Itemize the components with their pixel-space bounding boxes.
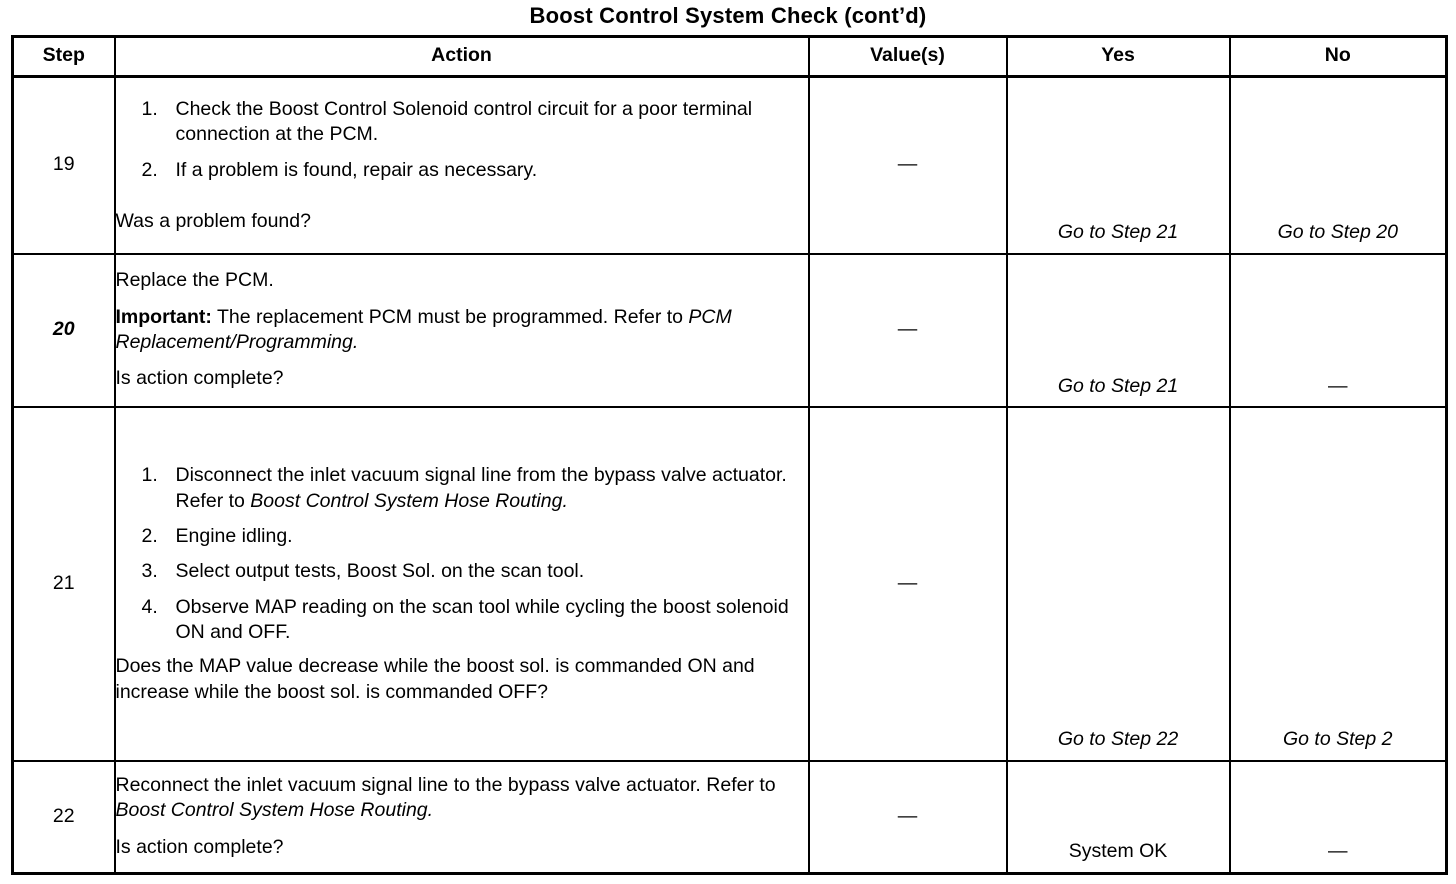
list-item: 3. Select output tests, Boost Sol. on th… [116,559,808,584]
list-item-text: Observe MAP reading on the scan tool whi… [175,595,789,643]
action-step-list: 1. Check the Boost Control Solenoid cont… [116,97,808,183]
table-row: 22 Reconnect the inlet vacuum signal lin… [11,759,1448,875]
list-item: 1. Check the Boost Control Solenoid cont… [116,97,808,148]
action-step-list: 1. Disconnect the inlet vacuum signal li… [116,463,808,645]
no-action-text: — [1328,375,1348,398]
value-cell: — [807,75,1008,255]
value-cell: — [807,405,1008,762]
list-marker: 4. [141,595,158,618]
list-marker: 1. [141,464,158,487]
yes-action-text: Go to Step 21 [1057,221,1179,244]
action-question: Does the MAP value decrease while the bo… [115,655,755,703]
page-title: Boost Control System Check (cont’d) [529,3,927,28]
step-number: 19 [11,75,116,255]
yes-action-text: Go to Step 21 [1057,375,1179,398]
column-header-no: No [1228,35,1448,78]
diagnostic-table: Step Action Value(s) Yes No 19 1. Check … [11,35,1448,875]
list-item-text: If a problem is found, repair as necessa… [175,158,538,181]
action-question: Is action complete? [115,835,284,858]
no-cell: — [1228,759,1448,875]
column-header-values: Value(s) [807,35,1008,78]
action-lead-body: Reconnect the inlet vacuum signal line t… [115,774,776,797]
table-header-row: Step Action Value(s) Yes No [11,35,1448,78]
list-item-reference: Boost Control System Hose Routing. [250,489,568,512]
important-reference: PCM Replacement/Programming. [115,305,732,354]
no-cell: Go to Step 2 [1228,405,1448,762]
important-body: The replacement PCM must be programmed. … [211,305,689,328]
no-cell: — [1228,252,1448,408]
column-header-step: Step [11,35,116,78]
action-question: Was a problem found? [115,209,311,232]
column-header-action: Action [113,35,810,78]
action-lead-text: Replace the PCM. [115,269,274,292]
yes-cell: Go to Step 22 [1005,405,1231,762]
action-cell: 1. Disconnect the inlet vacuum signal li… [113,405,810,762]
list-item-text: Select output tests, Boost Sol. on the s… [175,560,585,583]
list-item-text: Engine idling. [175,524,293,547]
list-marker: 1. [141,97,158,120]
yes-cell: Go to Step 21 [1005,75,1231,255]
no-action-text: Go to Step 20 [1277,221,1398,244]
table-row: 20 Replace the PCM. Important: The repla… [11,252,1448,408]
list-marker: 2. [141,158,158,181]
no-action-text: Go to Step 2 [1283,728,1393,751]
list-item-text: Check the Boost Control Solenoid control… [175,97,753,146]
list-item: 1. Disconnect the inlet vacuum signal li… [116,463,808,514]
table-header: Step Action Value(s) Yes No [11,35,1448,78]
yes-cell: System OK [1005,759,1231,875]
action-important-note: Important: The replacement PCM must be p… [116,305,808,356]
action-question: Is action complete? [115,367,284,390]
important-label: Important: [115,305,212,328]
table-body: 19 1. Check the Boost Control Solenoid c… [11,75,1448,875]
list-item-text: Disconnect the inlet vacuum signal line … [176,464,787,511]
list-item: 2. If a problem is found, repair as nece… [116,158,808,183]
yes-action-text: System OK [1068,840,1168,863]
step-number: 20 [11,252,116,408]
list-marker: 3. [141,560,158,583]
step-number: 22 [11,759,116,875]
action-cell: 1. Check the Boost Control Solenoid cont… [113,75,810,255]
table-row: 19 1. Check the Boost Control Solenoid c… [11,75,1448,255]
action-cell: Replace the PCM. Important: The replacem… [113,252,810,408]
no-action-text: — [1328,840,1348,863]
action-cell: Reconnect the inlet vacuum signal line t… [113,759,810,875]
list-item: 4. Observe MAP reading on the scan tool … [116,595,808,646]
list-marker: 2. [141,524,158,547]
step-number: 21 [11,405,116,762]
table-row: 21 1. Disconnect the inlet vacuum signal… [11,405,1448,762]
value-cell: — [807,252,1008,408]
yes-cell: Go to Step 21 [1005,252,1231,408]
column-header-yes: Yes [1005,35,1231,78]
action-lead-text: Reconnect the inlet vacuum signal line t… [116,773,808,824]
list-item: 2. Engine idling. [116,524,808,549]
value-cell: — [807,759,1008,875]
list-item-body: Disconnect the inlet vacuum signal line … [175,464,787,512]
no-cell: Go to Step 20 [1228,75,1448,255]
yes-action-text: Go to Step 22 [1057,728,1179,751]
action-lead-reference: Boost Control System Hose Routing. [115,799,434,822]
